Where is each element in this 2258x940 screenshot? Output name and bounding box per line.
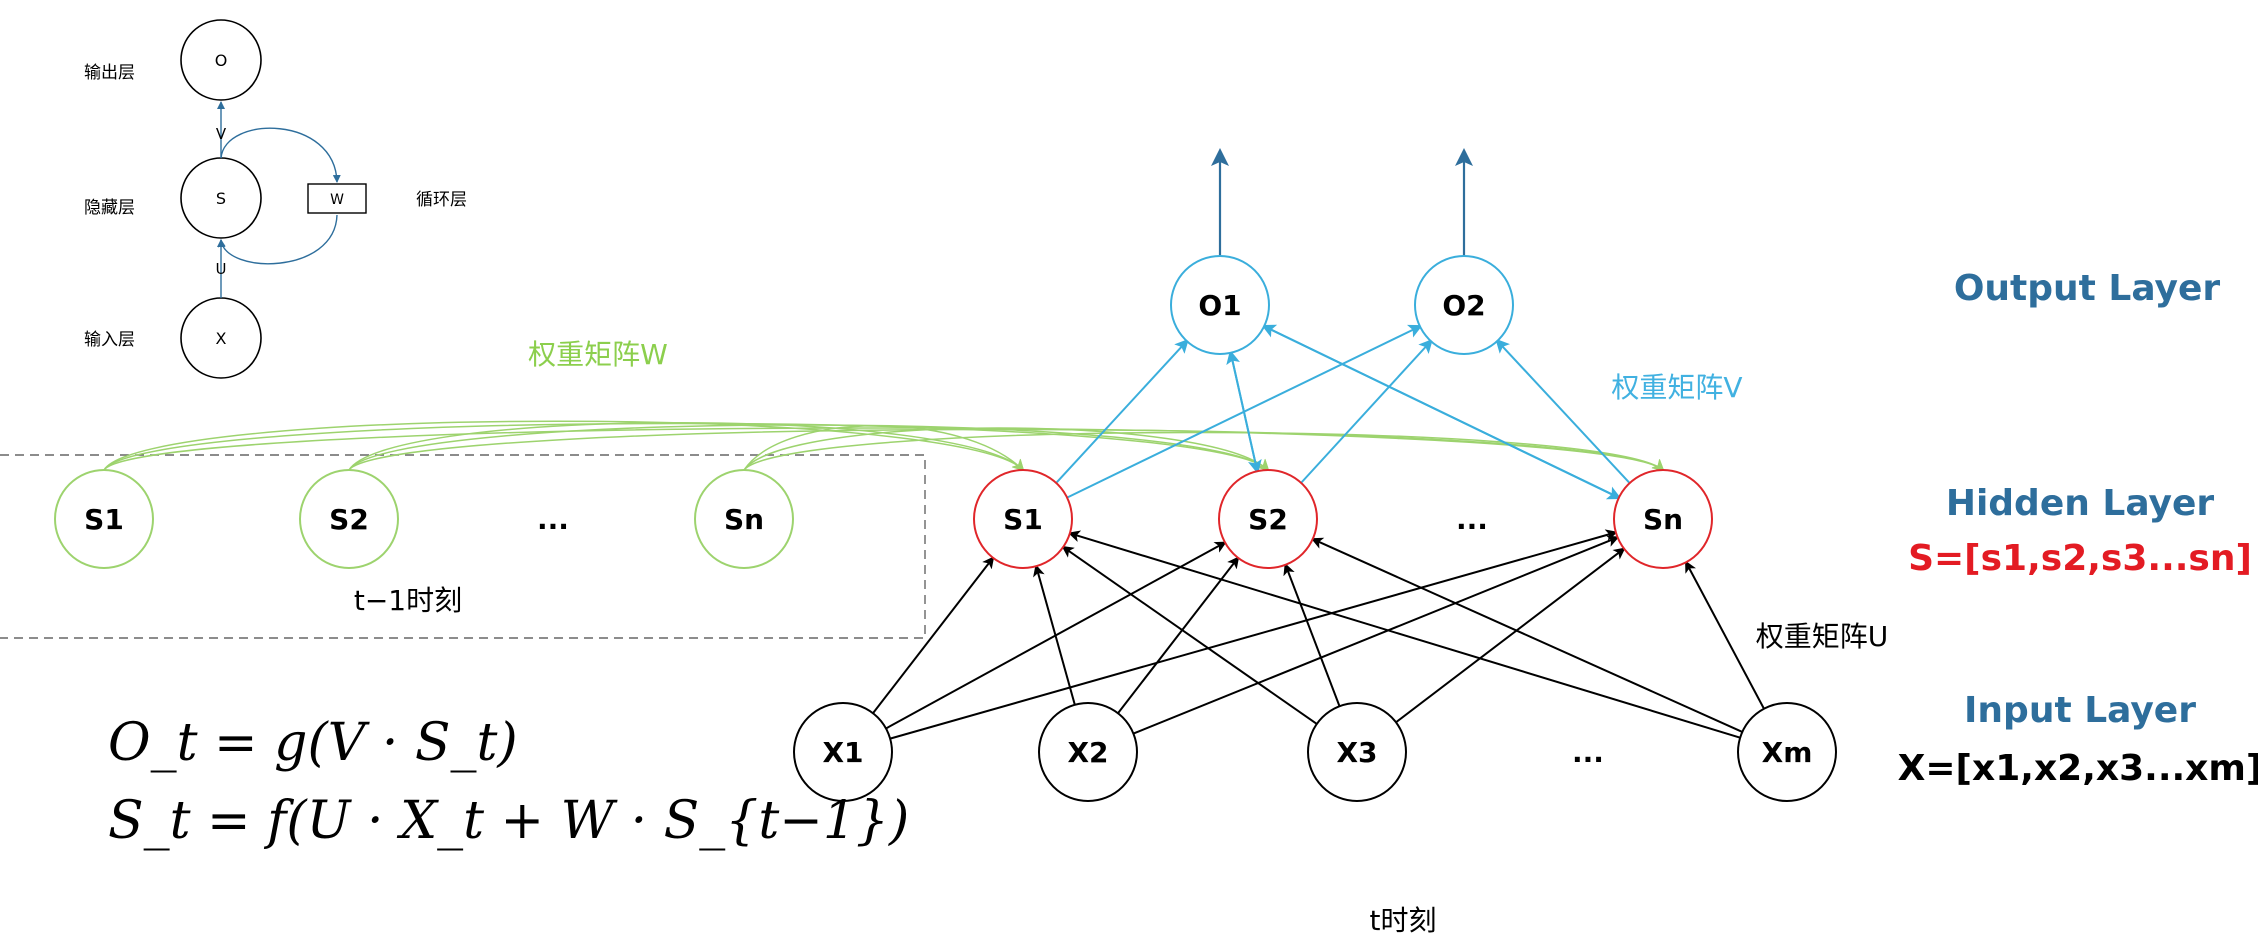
mini-edge-v-label: V [216, 125, 227, 143]
weight-u-edge [1395, 547, 1626, 724]
weight-u-edge [1117, 556, 1240, 714]
input-node-x2-circle [1038, 702, 1138, 802]
output-node-o1-label: O1 [1198, 289, 1241, 322]
equation-output: O_t = g(V · S_t) [108, 713, 518, 773]
prev-step-caption: t−1时刻 [354, 584, 462, 617]
hidden-node-sn-label: Sn [1643, 503, 1683, 536]
input-node-x3-circle [1307, 702, 1407, 802]
input-node-xm-circle [1737, 702, 1837, 802]
output-arrows [1211, 148, 1473, 256]
mini-input-layer-label: 输入层 [84, 330, 135, 350]
weight-u-edge [1061, 545, 1318, 725]
mini-output-layer-label: 输出层 [84, 63, 135, 83]
input-node-x1-circle [793, 702, 893, 802]
prev-hidden-nodes: S1 S2... Sn [54, 469, 794, 569]
mini-edge-u-label: U [216, 260, 227, 278]
layer-labels: Output Layer Hidden Layer S=[s1,s2,s3...… [1898, 268, 2258, 789]
prev-step-group: t−1时刻 权重矩阵W S1 S2... Sn [0, 338, 926, 639]
weight-u-label: 权重矩阵U [1756, 620, 1889, 653]
mini-recurrent-layer-label: 循环层 [416, 190, 467, 210]
input-node-xm-label: Xm [1762, 736, 1813, 769]
input-node-ellipsis-label: ... [1572, 736, 1604, 769]
hidden-node-s2-circle [1218, 469, 1318, 569]
weight-u-edges [872, 529, 1765, 740]
weight-w-edge [348, 428, 1665, 472]
hidden-layer-formula: S=[s1,s2,s3...sn] [1908, 538, 2252, 579]
hidden-node-s2-label: S2 [1248, 503, 1288, 536]
prev-node-s2-label: S2 [329, 503, 369, 536]
mini-hidden-layer-label: 隐藏层 [84, 198, 135, 218]
weight-w-edge [743, 425, 1025, 472]
weight-u-edge [889, 529, 1618, 740]
hidden-node-ellipsis-label: ... [1456, 503, 1488, 536]
weight-v-edge [1229, 352, 1262, 475]
weight-v-edges [1055, 324, 1631, 500]
mini-node-o-label: O [215, 51, 228, 70]
current-step-caption: t时刻 [1370, 904, 1437, 937]
weight-w-edge [103, 427, 1665, 472]
mini-node-s-label: S [216, 189, 226, 208]
input-node-x1-label: X1 [822, 736, 863, 769]
weight-v-edge [1055, 338, 1189, 484]
mini-node-o [180, 19, 262, 101]
equation-hidden: S_t = f(U · X_t + W · S_{t−1}) [108, 791, 909, 851]
mini-node-x-label: X [216, 329, 227, 348]
weight-w-edges [103, 420, 1665, 472]
weight-v-edge [1263, 325, 1622, 500]
output-node-o1-circle [1170, 255, 1270, 355]
weight-u-edge [872, 556, 995, 714]
hidden-node-sn-circle [1613, 469, 1713, 569]
weight-w-edge [743, 427, 1270, 472]
hidden-node-s1-label: S1 [1003, 503, 1043, 536]
weight-u-edge [1067, 530, 1741, 739]
weight-v-edge [1300, 338, 1433, 484]
prev-node-sn-label: Sn [724, 503, 764, 536]
weight-v-label: 权重矩阵V [1611, 371, 1742, 404]
weight-w-edge [103, 422, 1270, 472]
weight-w-edge [348, 424, 1270, 472]
weight-w-edge [348, 422, 1025, 472]
input-node-x2-label: X2 [1067, 736, 1108, 769]
input-node-x3-label: X3 [1336, 736, 1377, 769]
output-node-o2-label: O2 [1442, 289, 1485, 322]
mini-node-w-label: W [330, 192, 344, 208]
weight-u-edge [1133, 535, 1620, 735]
prev-node-ellipsis-label: ... [537, 503, 569, 536]
weight-v-edge [1495, 338, 1631, 484]
weight-u-edge [1685, 560, 1765, 710]
mini-rnn-diagram: 输出层 隐藏层 输入层 循环层 O S X W V U [84, 19, 467, 379]
input-layer-formula: X=[x1,x2,x3...xm] [1898, 748, 2258, 789]
hidden-layer-title: Hidden Layer [1946, 483, 2215, 524]
output-node-o2-circle [1414, 255, 1514, 355]
mini-recurrent-edge-out [220, 127, 341, 183]
weight-w-edge [743, 431, 1665, 472]
weight-u-edge [1283, 562, 1341, 707]
weight-u-edge [1310, 537, 1743, 733]
output-layer-title: Output Layer [1954, 268, 2221, 309]
input-layer-title: Input Layer [1964, 690, 2196, 731]
mini-recurrent-edge-in [217, 214, 338, 265]
mini-node-w [307, 183, 367, 214]
weight-w-edge [103, 420, 1025, 472]
equations: O_t = g(V · S_t) S_t = f(U · X_t + W · S… [108, 713, 909, 851]
prev-node-s1-label: S1 [84, 503, 124, 536]
weight-u-edge [1033, 564, 1076, 706]
hidden-node-s1-circle [973, 469, 1073, 569]
weight-w-label: 权重矩阵W [528, 338, 668, 371]
